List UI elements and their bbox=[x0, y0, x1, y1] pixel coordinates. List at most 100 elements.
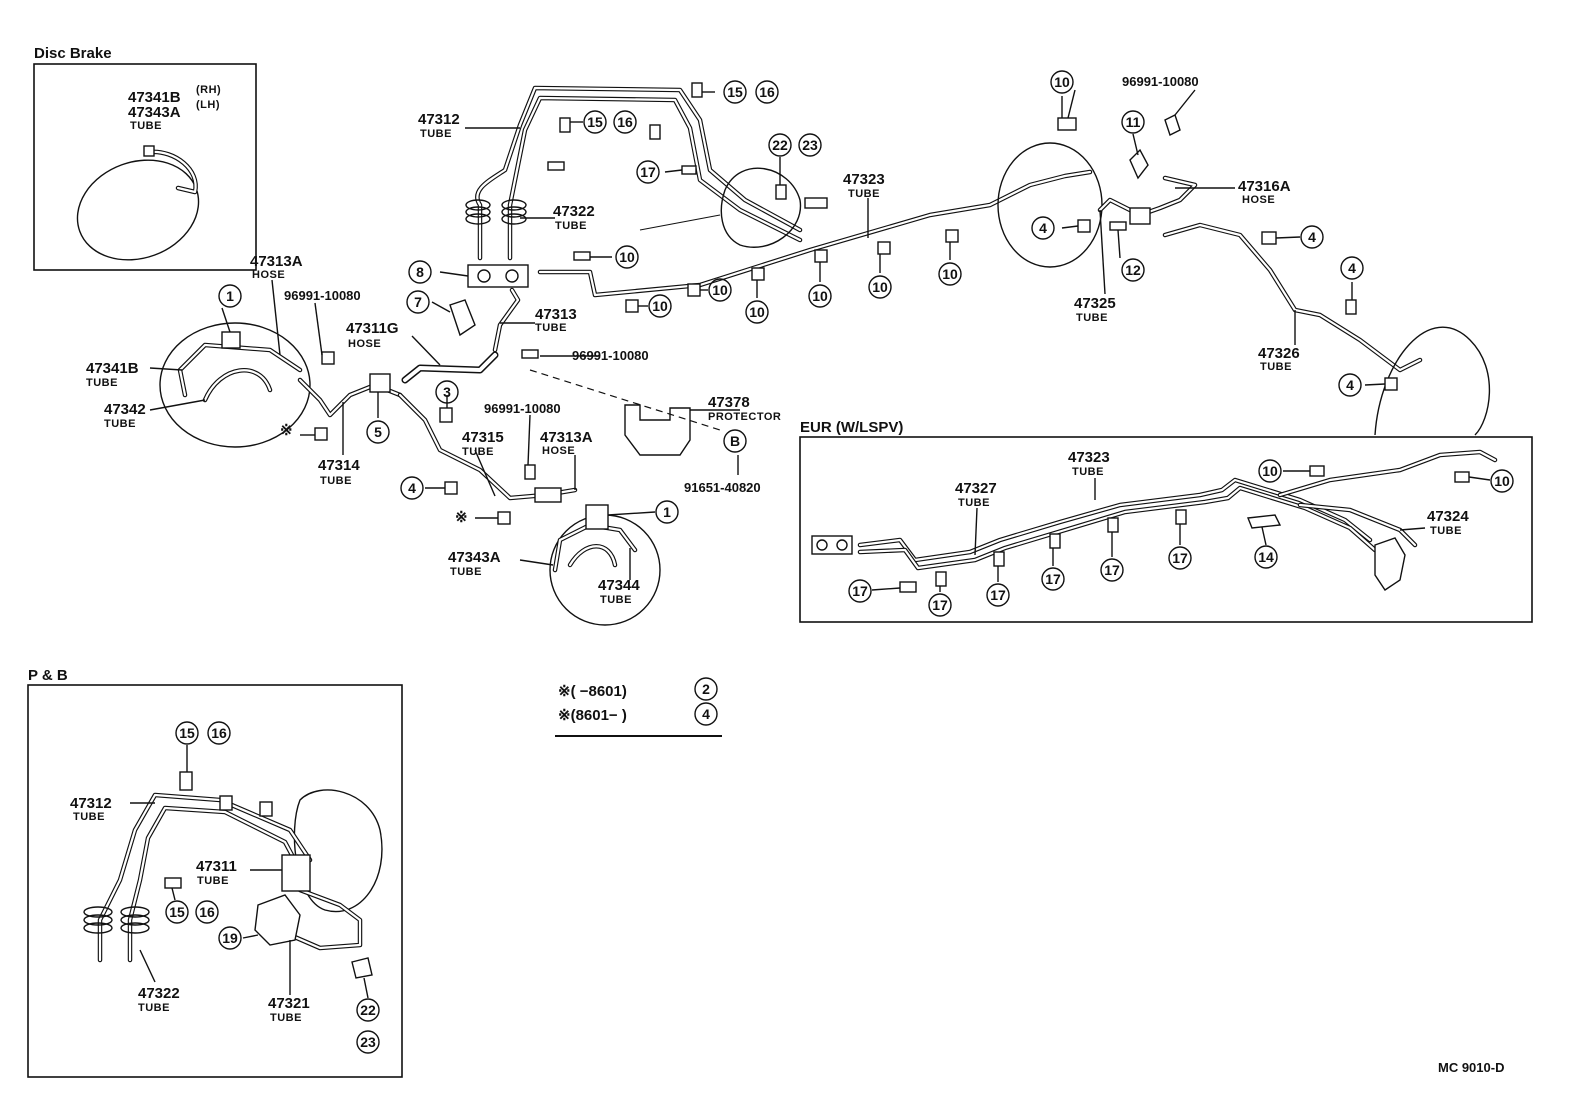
p-and-b-frame bbox=[27, 684, 403, 1078]
footnote-legend: ※( −8601) ※(8601− ) 2 4 bbox=[555, 677, 722, 737]
svg-text:11: 11 bbox=[1126, 114, 1141, 130]
callout-16-a: 16 bbox=[755, 80, 779, 104]
label-47316A: 47316A bbox=[1238, 178, 1291, 195]
front-right-caliper-fitting bbox=[585, 504, 609, 530]
svg-text:16: 16 bbox=[199, 904, 215, 920]
label-47312-tube: TUBE bbox=[420, 128, 452, 140]
svg-text:10: 10 bbox=[1262, 463, 1278, 479]
label-47313A-lower: 47313A bbox=[540, 429, 593, 446]
svg-text:15: 15 bbox=[169, 904, 185, 920]
label-47343A-tube: TUBE bbox=[450, 566, 482, 578]
label-47315: 47315 bbox=[462, 429, 504, 446]
callout-23-main: 23 bbox=[798, 133, 822, 157]
rh-label: (RH) bbox=[196, 84, 221, 96]
drawing-code: MC 9010-D bbox=[1438, 1060, 1504, 1075]
label-47322-tube: TUBE bbox=[555, 220, 587, 232]
callout-10-c: 10 bbox=[708, 278, 732, 302]
label-47313A-upper-hose: HOSE bbox=[252, 269, 285, 281]
callout-22-main: 22 bbox=[768, 133, 792, 157]
label-47325: 47325 bbox=[1074, 295, 1116, 312]
front-left-caliper-fitting bbox=[221, 331, 241, 349]
label-47322: 47322 bbox=[553, 203, 595, 220]
eur-label-47327-tube: TUBE bbox=[958, 497, 990, 509]
front-left-rotor bbox=[159, 322, 311, 448]
callout-8: 8 bbox=[408, 260, 432, 284]
label-47326-tube: TUBE bbox=[1260, 361, 1292, 373]
pb-leaders bbox=[130, 745, 369, 999]
callout-15-a: 15 bbox=[723, 80, 747, 104]
svg-text:10: 10 bbox=[1494, 473, 1510, 489]
pb-callout-16-a: 16 bbox=[207, 721, 231, 745]
callout-4-e: 4 bbox=[400, 476, 424, 500]
pb-callout-15-b: 15 bbox=[165, 900, 189, 924]
pb-callout-19: 19 bbox=[218, 926, 242, 950]
disc-brake-inset: Disc Brake 47341B (RH) 47343A (LH) TUBE bbox=[33, 45, 257, 271]
tube-47313-path bbox=[492, 287, 521, 353]
label-47314: 47314 bbox=[318, 457, 360, 474]
svg-text:17: 17 bbox=[990, 587, 1006, 603]
pb-label-47322: 47322 bbox=[138, 985, 180, 1002]
lh-label: (LH) bbox=[196, 99, 220, 111]
pb-callout-22: 22 bbox=[356, 998, 380, 1022]
label-96991-rear: 96991-10080 bbox=[1122, 74, 1199, 89]
pb-label-47312: 47312 bbox=[70, 795, 112, 812]
callout-12: 12 bbox=[1121, 258, 1145, 282]
coil-47312-1 bbox=[465, 199, 491, 211]
svg-text:4: 4 bbox=[408, 480, 416, 496]
svg-text:16: 16 bbox=[759, 84, 775, 100]
svg-text:16: 16 bbox=[617, 114, 633, 130]
pb-label-47311-tube: TUBE bbox=[197, 875, 229, 887]
rear-left-drum bbox=[997, 142, 1103, 268]
pb-label-47321: 47321 bbox=[268, 995, 310, 1012]
callout-10-f: 10 bbox=[868, 275, 892, 299]
svg-text:4: 4 bbox=[1346, 377, 1354, 393]
svg-text:10: 10 bbox=[1054, 74, 1070, 90]
mark-lower: ※ bbox=[455, 509, 468, 526]
svg-text:5: 5 bbox=[374, 424, 382, 440]
label-47313A-lower-hose: HOSE bbox=[542, 445, 575, 457]
label-91651: 91651-40820 bbox=[684, 480, 761, 495]
eur-callout-17-f: 17 bbox=[1168, 546, 1192, 570]
label-47312: 47312 bbox=[418, 111, 460, 128]
label-47323-tube: TUBE bbox=[848, 188, 880, 200]
tube-47323-path bbox=[537, 169, 1093, 298]
label-47325-tube: TUBE bbox=[1076, 312, 1108, 324]
svg-text:14: 14 bbox=[1258, 549, 1274, 565]
label-47313A-upper: 47313A bbox=[250, 253, 303, 270]
callout-1-b: 1 bbox=[655, 500, 679, 524]
svg-text:10: 10 bbox=[872, 279, 888, 295]
svg-text:12: 12 bbox=[1125, 262, 1141, 278]
legend-line-1: ※( −8601) bbox=[558, 683, 627, 700]
svg-text:4: 4 bbox=[1348, 260, 1356, 276]
callout-4-d: 4 bbox=[1338, 373, 1362, 397]
eur-label-47324-tube: TUBE bbox=[1430, 525, 1462, 537]
callout-4-a: 4 bbox=[1031, 216, 1055, 240]
label-47341B: 47341B bbox=[86, 360, 139, 377]
brake-booster bbox=[720, 167, 802, 248]
disc-brake-title: Disc Brake bbox=[34, 45, 112, 62]
svg-text:2: 2 bbox=[702, 681, 710, 697]
callout-10-h: 10 bbox=[1050, 70, 1074, 94]
svg-text:B: B bbox=[730, 433, 740, 449]
main-brake-lines bbox=[149, 82, 1491, 626]
svg-text:17: 17 bbox=[1045, 571, 1061, 587]
protector-dashed-leader bbox=[529, 369, 721, 431]
disc-brake-tube bbox=[147, 149, 198, 195]
p-and-b-inset: P & B bbox=[27, 667, 403, 1078]
label-47378-protector: PROTECTOR bbox=[708, 411, 781, 423]
p-and-b-title: P & B bbox=[28, 667, 68, 684]
pb-label-47311: 47311 bbox=[196, 858, 237, 875]
pb-callout-15-a: 15 bbox=[175, 721, 199, 745]
callout-17-main: 17 bbox=[636, 160, 660, 184]
label-47313: 47313 bbox=[535, 306, 577, 323]
legend-line-2: ※(8601− ) bbox=[558, 707, 627, 724]
eur-label-47323: 47323 bbox=[1068, 449, 1110, 466]
eur-frame bbox=[799, 436, 1533, 623]
eur-callout-17-d: 17 bbox=[1041, 567, 1065, 591]
label-47311G-hose: HOSE bbox=[348, 338, 381, 350]
svg-text:15: 15 bbox=[587, 114, 603, 130]
svg-text:17: 17 bbox=[1104, 562, 1120, 578]
label-47315-tube: TUBE bbox=[462, 446, 494, 458]
label-47344: 47344 bbox=[598, 577, 640, 594]
pb-label-47321-tube: TUBE bbox=[270, 1012, 302, 1024]
